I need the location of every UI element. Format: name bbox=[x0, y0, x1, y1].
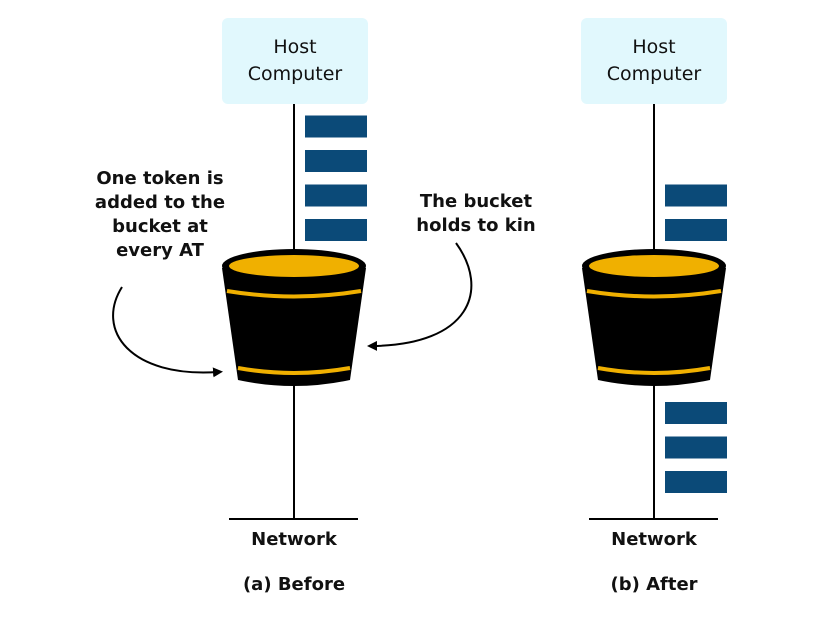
left-annotation: One token is added to the bucket at ever… bbox=[94, 168, 226, 261]
bucket-bottom-band bbox=[237, 366, 351, 375]
before-network-label: Network bbox=[251, 529, 337, 550]
before-caption: (a) Before bbox=[242, 574, 346, 595]
bucket-opening bbox=[589, 255, 719, 277]
bucket-opening bbox=[229, 255, 359, 277]
bucket-body bbox=[582, 268, 726, 386]
right-note-arrow bbox=[367, 242, 473, 351]
right-annotation: The bucket holds to kin bbox=[416, 191, 536, 236]
token-below-bucket bbox=[665, 402, 727, 424]
bucket-top-band bbox=[226, 289, 362, 299]
after-network-label: Network bbox=[611, 529, 697, 550]
bucket-body bbox=[222, 268, 366, 386]
token-above-bucket bbox=[305, 219, 367, 241]
token-above-bucket bbox=[305, 115, 367, 138]
before-bucket bbox=[222, 249, 366, 386]
before-tokens bbox=[305, 115, 367, 241]
after-host-computer: Host Computer bbox=[581, 18, 727, 104]
bucket-bottom-band bbox=[597, 366, 711, 375]
token-above-bucket bbox=[305, 184, 367, 207]
token-above-bucket bbox=[665, 219, 727, 241]
before-host-computer: Host Computer bbox=[222, 18, 368, 104]
left-note-arrow bbox=[112, 286, 223, 378]
after-tokens bbox=[665, 184, 727, 493]
before-host-label: Host Computer bbox=[247, 36, 343, 85]
after-host-label: Host Computer bbox=[606, 36, 702, 85]
after-bucket bbox=[582, 249, 726, 386]
token-above-bucket bbox=[305, 150, 367, 172]
token-below-bucket bbox=[665, 436, 727, 459]
token-below-bucket bbox=[665, 471, 727, 493]
after-caption: (b) After bbox=[610, 574, 698, 595]
token-above-bucket bbox=[665, 184, 727, 207]
bucket-top-band bbox=[586, 289, 722, 299]
